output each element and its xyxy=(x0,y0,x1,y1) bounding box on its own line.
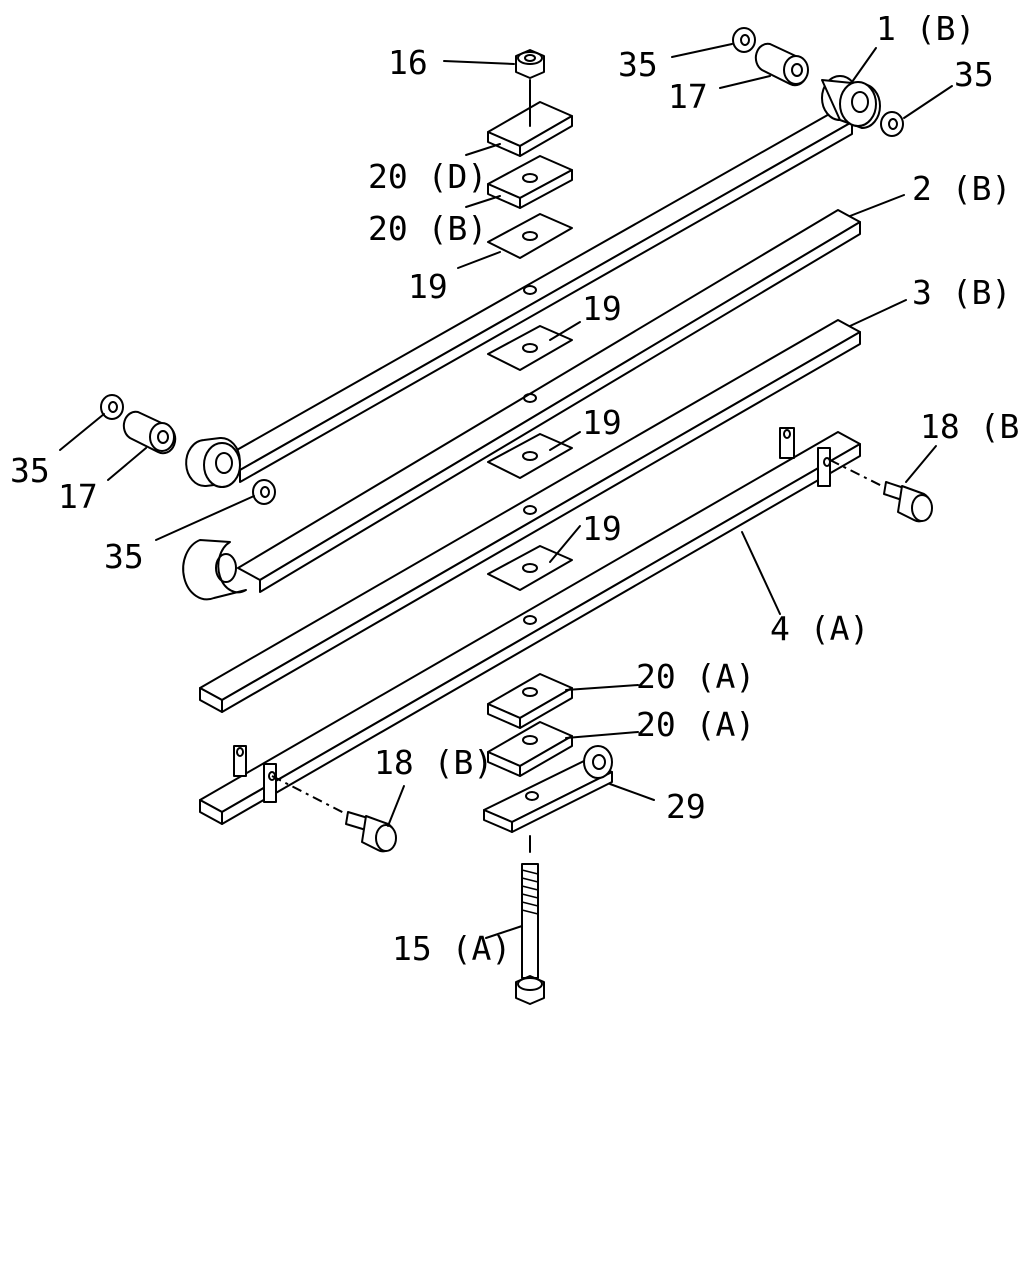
label-17-top: 17 xyxy=(668,77,708,116)
label-1b: 1 (B) xyxy=(876,9,975,48)
label-18b-left: 18 (B) xyxy=(374,743,493,782)
washer-35-top xyxy=(732,27,756,53)
liner-19-c xyxy=(487,545,573,591)
label-19-b: 19 xyxy=(582,403,622,442)
label-20a-2: 20 (A) xyxy=(636,705,755,744)
label-19-c: 19 xyxy=(582,509,622,548)
bushing-17-top xyxy=(754,42,809,87)
bolt-18b-left xyxy=(271,775,397,853)
label-20a-1: 20 (A) xyxy=(636,657,755,696)
leaf-3 xyxy=(199,319,861,713)
label-35-mid: 35 xyxy=(104,537,144,576)
bolt-18b-right xyxy=(829,459,933,523)
center-bolt-15a xyxy=(515,835,545,1005)
washer-35-mid xyxy=(252,479,276,505)
leaf-4-rebound xyxy=(199,427,861,825)
spacer-20b xyxy=(487,155,573,209)
bracket-29 xyxy=(483,745,613,833)
label-19-top: 19 xyxy=(408,267,448,306)
label-2b: 2 (B) xyxy=(912,169,1011,208)
bushing-17-left xyxy=(122,410,177,455)
washer-35-top-right xyxy=(880,111,904,137)
spacer-20a-1 xyxy=(487,673,573,729)
label-16: 16 xyxy=(388,43,428,82)
label-3b: 3 (B) xyxy=(912,273,1011,312)
label-19-a: 19 xyxy=(582,289,622,328)
center-holes xyxy=(523,285,537,625)
label-35-left: 35 xyxy=(10,451,50,490)
liner-19-top xyxy=(487,213,573,259)
label-15a: 15 (A) xyxy=(392,929,511,968)
label-35-top: 35 xyxy=(618,45,658,84)
leader-lines xyxy=(59,43,953,939)
label-35-top-right: 35 xyxy=(954,55,994,94)
label-20b: 20 (B) xyxy=(368,209,487,248)
nut-16 xyxy=(515,49,545,127)
liner-19-a xyxy=(487,325,573,371)
leaf-2 xyxy=(182,209,861,601)
washer-35-left xyxy=(100,394,124,420)
label-18b-right: 18 (B) xyxy=(920,407,1024,446)
label-29: 29 xyxy=(666,787,706,826)
spacer-20a-2 xyxy=(487,721,573,777)
part-labels: 16 35 17 1 (B) 35 20 (D) 20 (B) 19 2 (B)… xyxy=(10,9,1024,968)
liner-19-b xyxy=(487,433,573,479)
label-20d: 20 (D) xyxy=(368,157,487,196)
label-17-left: 17 xyxy=(58,477,98,516)
leaf-1-main xyxy=(185,75,881,488)
label-4a: 4 (A) xyxy=(770,609,869,648)
